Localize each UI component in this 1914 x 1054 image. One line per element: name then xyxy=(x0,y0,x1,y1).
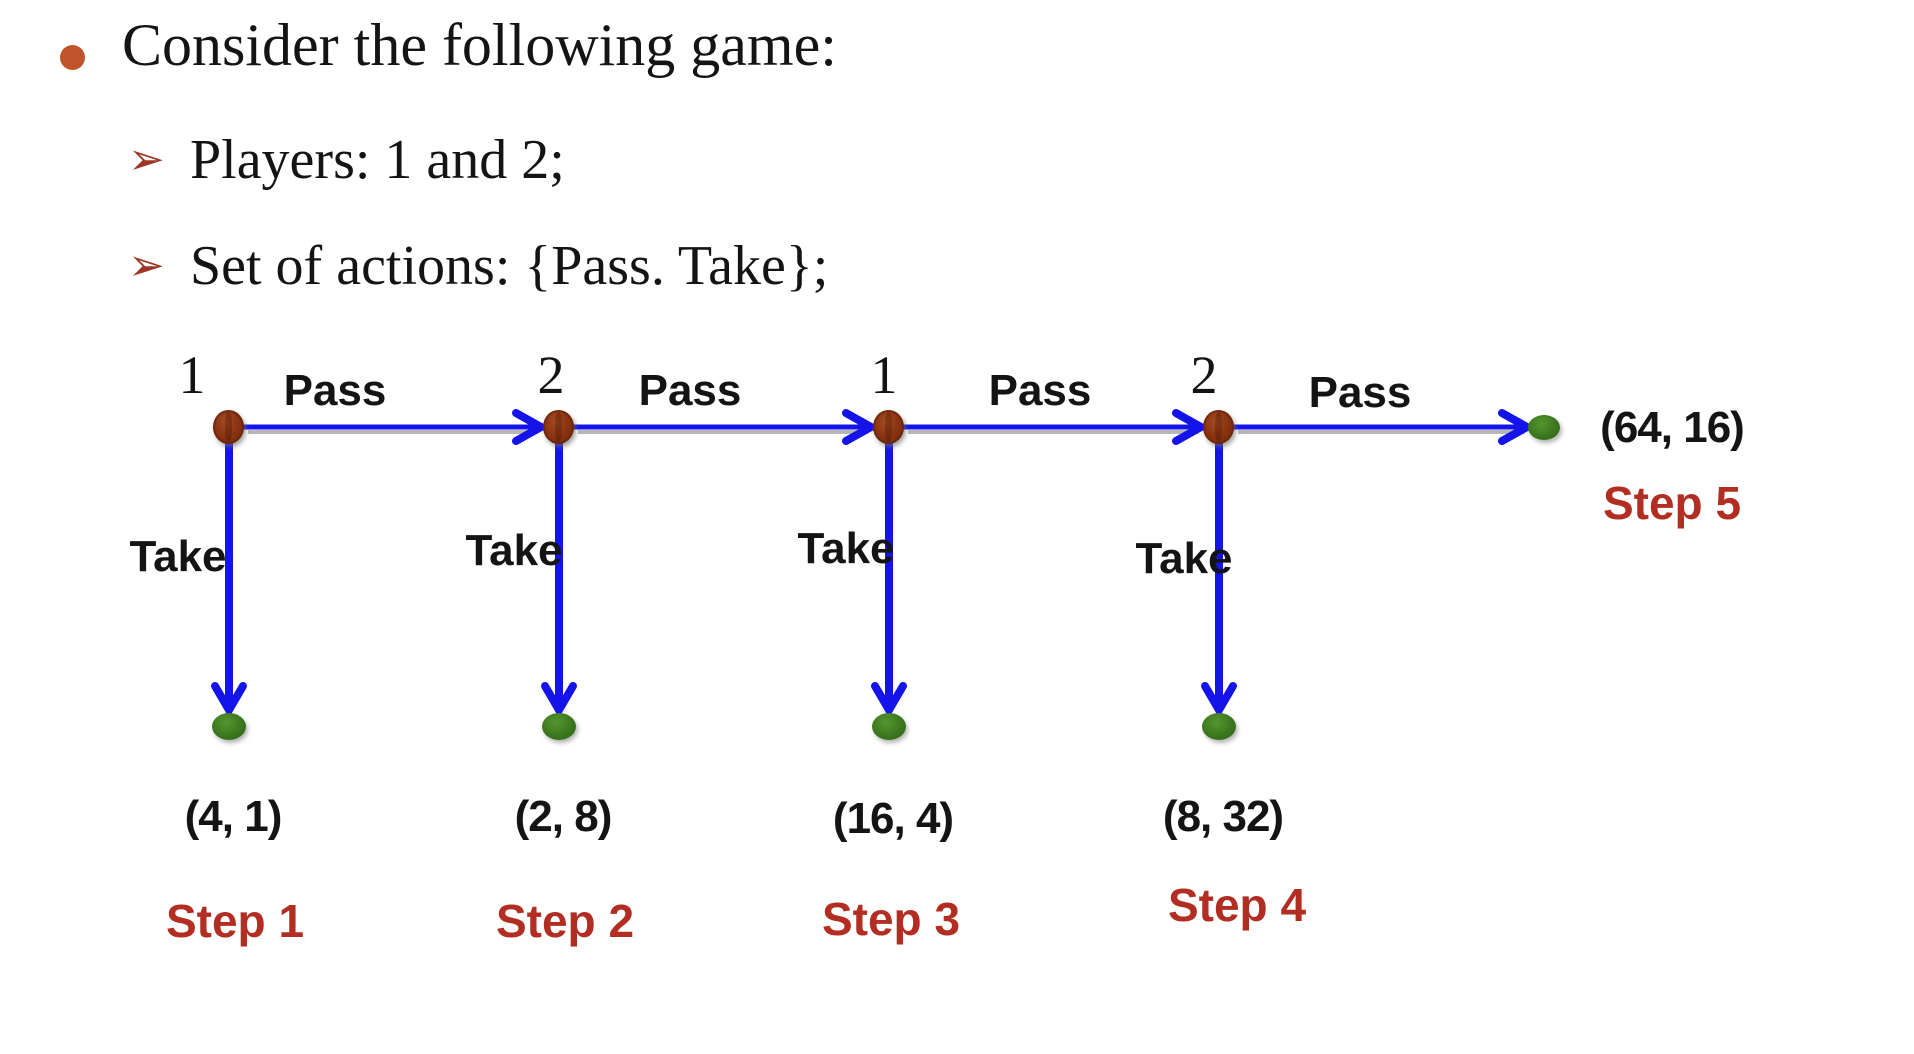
terminal-node-3 xyxy=(872,713,906,740)
take-label-4: Take xyxy=(1135,534,1233,583)
step-label-1: Step 1 xyxy=(165,895,305,947)
pass-label-3: Pass xyxy=(988,366,1092,415)
terminal-node-4 xyxy=(1202,713,1236,740)
step-label-3: Step 3 xyxy=(821,893,961,945)
take-edges xyxy=(211,440,1237,718)
player-label-1: 1 xyxy=(178,345,206,405)
payoff-2: (2, 8) xyxy=(514,792,613,841)
step-label-5: Step 5 xyxy=(1602,477,1742,529)
sub-bullet-arrow-icon: ➢ xyxy=(128,241,165,290)
terminal-node-1 xyxy=(212,713,246,740)
payoff-end: (64, 16) xyxy=(1600,403,1745,452)
pass-label-1: Pass xyxy=(283,366,387,415)
player-label-3: 1 xyxy=(870,345,898,405)
sub-bullet-arrow-icon: ➢ xyxy=(128,135,165,184)
take-label-3: Take xyxy=(797,524,895,573)
payoff-4: (8, 32) xyxy=(1162,792,1284,841)
bullet-players: Players: 1 and 2; xyxy=(190,129,565,191)
step-label-4: Step 4 xyxy=(1167,879,1307,931)
terminal-node-end xyxy=(1528,415,1560,440)
terminal-node-2 xyxy=(542,713,576,740)
pass-label-4: Pass xyxy=(1308,368,1412,417)
bullet-actions: Set of actions: {Pass. Take}; xyxy=(190,235,829,297)
player-label-2: 2 xyxy=(537,345,565,405)
player-label-4: 2 xyxy=(1190,345,1218,405)
take-label-1: Take xyxy=(129,532,227,581)
pass-label-2: Pass xyxy=(638,366,742,415)
decision-node-1 xyxy=(213,410,244,444)
decision-node-2 xyxy=(543,410,574,444)
payoff-1: (4, 1) xyxy=(184,792,283,841)
decision-node-4 xyxy=(1203,410,1234,444)
payoff-3: (16, 4) xyxy=(832,794,954,843)
pass-edges xyxy=(241,409,1536,445)
take-label-2: Take xyxy=(465,526,563,575)
bullet-icon xyxy=(60,45,85,70)
decision-node-3 xyxy=(873,410,904,444)
step-label-2: Step 2 xyxy=(495,895,635,947)
slide-title: Consider the following game: xyxy=(122,12,837,78)
